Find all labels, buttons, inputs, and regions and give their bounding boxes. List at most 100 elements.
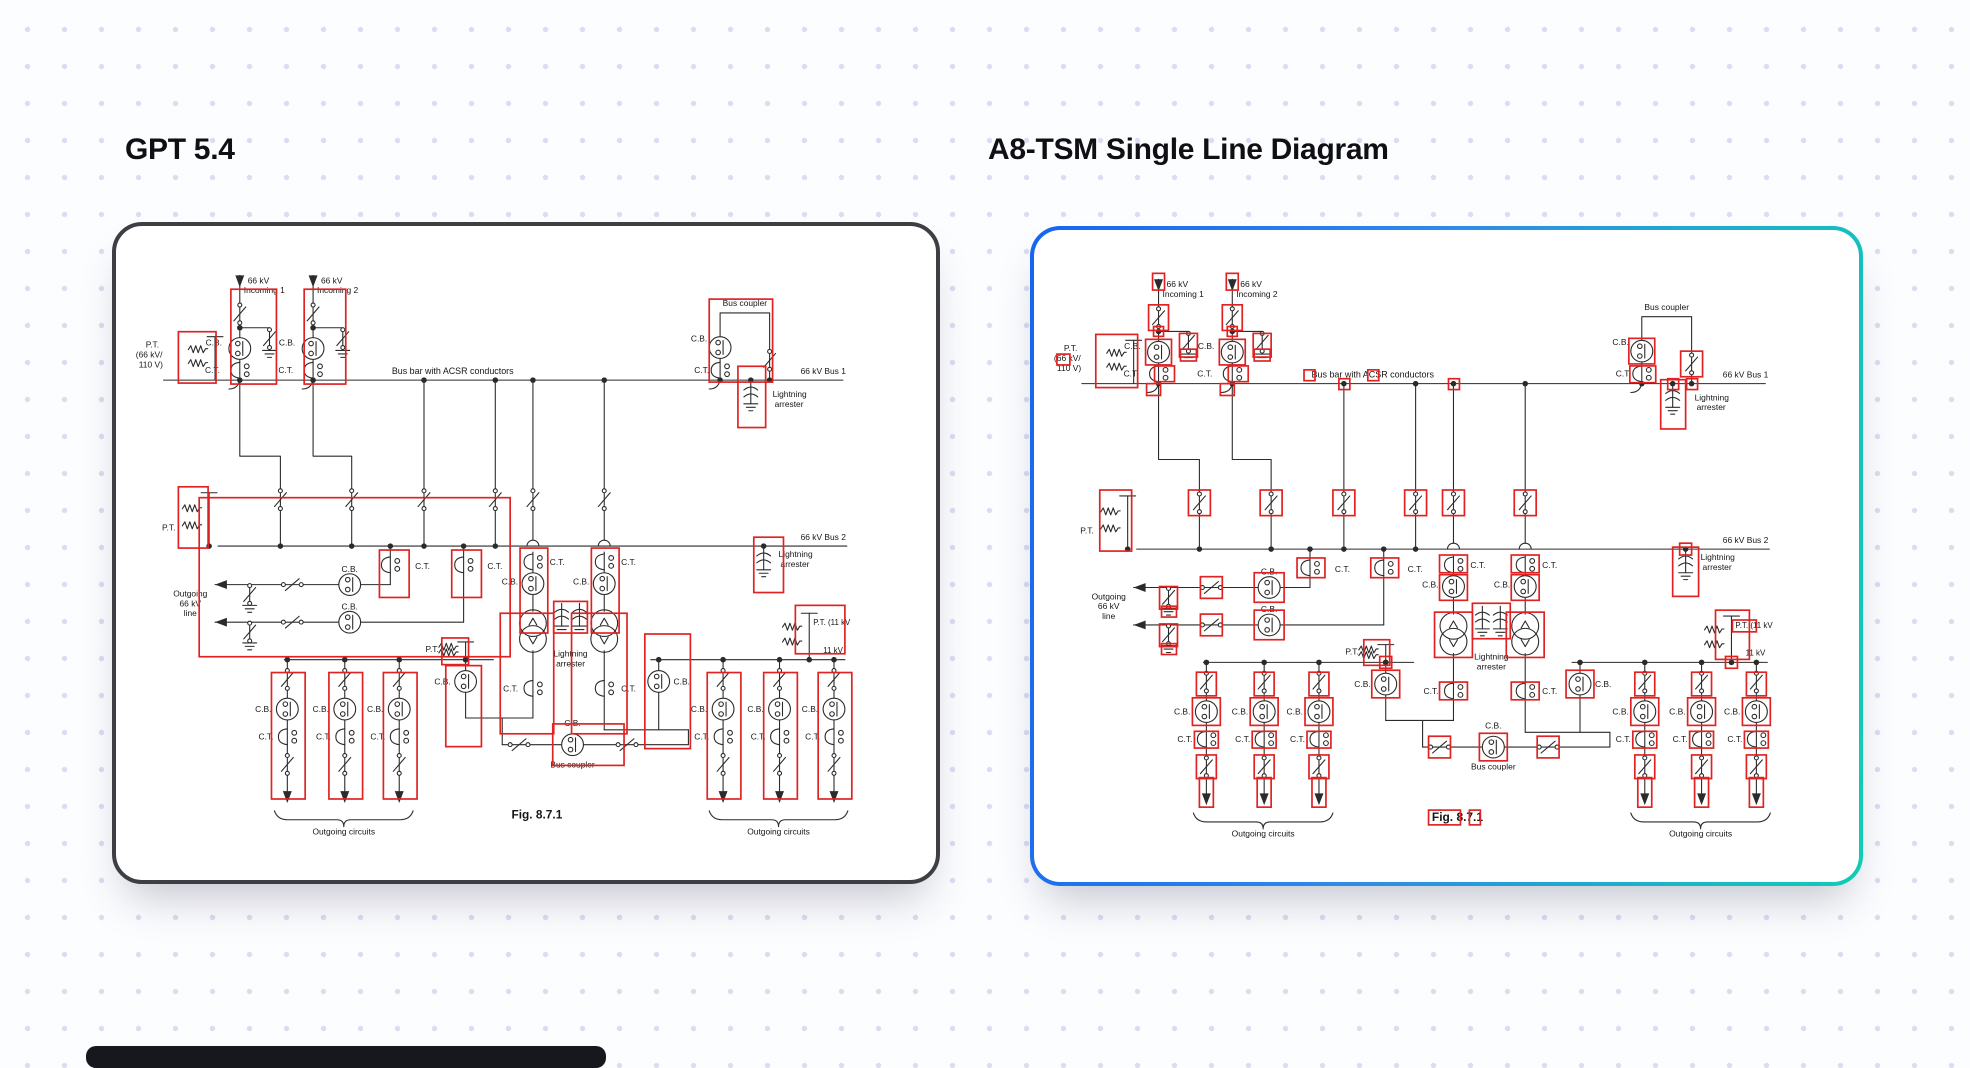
detection-box (1447, 377, 1461, 391)
detection-box (1253, 671, 1275, 697)
diagram-label: P.T. (1080, 525, 1093, 535)
diagram-label: Bus coupler (723, 298, 768, 308)
detection-box (1253, 571, 1285, 604)
diagram-label: C.T. (278, 365, 293, 375)
diagram-label: C.T. (205, 365, 220, 375)
diagram-label: Outgoing (173, 588, 207, 598)
diagram-label: Outgoing circuits (1669, 829, 1732, 839)
detection-box (1191, 696, 1222, 727)
detection-box (1252, 332, 1272, 358)
detection-box (1403, 489, 1428, 517)
detection-box (382, 671, 418, 800)
detection-box (1628, 365, 1657, 384)
diagram-label: Outgoing circuits (747, 827, 810, 837)
diagram-label: C.T. (316, 732, 331, 742)
diagram-label: P.T. (11 kV (1735, 621, 1773, 630)
diagram-label: C.B. (1724, 707, 1740, 717)
detection-box (1195, 671, 1218, 697)
detection-box (1433, 611, 1474, 659)
detection-box (1056, 353, 1071, 366)
detection-box (1311, 776, 1327, 808)
detection-box (1259, 489, 1283, 517)
detection-box (1308, 671, 1330, 697)
diagram-label: Lightning (1701, 552, 1736, 562)
detection-box (303, 288, 347, 385)
detection-box (1187, 489, 1212, 517)
detection-box (1158, 585, 1179, 611)
detection-box (1627, 337, 1656, 365)
diagram-label: Outgoing circuits (312, 827, 375, 837)
detection-box (1253, 754, 1275, 780)
diagram-label: arrester (781, 559, 810, 569)
detection-box (1510, 573, 1541, 602)
detection-box (1160, 642, 1178, 656)
diagram-label: 11 kV (1746, 649, 1766, 658)
detection-box (1724, 655, 1739, 670)
detection-box (817, 671, 853, 800)
detection-box (1178, 332, 1199, 358)
diagram-label: Lightning (779, 549, 813, 559)
detection-box (378, 549, 410, 599)
diagram-label: C.B. (573, 577, 589, 587)
detection-box (1227, 365, 1250, 383)
detection-box (1636, 776, 1653, 808)
diagram-label: Lightning (1474, 651, 1509, 661)
detection-box (328, 671, 364, 800)
diagram-label: C.B. (691, 334, 707, 344)
detection-box (177, 330, 217, 384)
diagram-label: C.B. (1595, 679, 1611, 689)
detection-box (1308, 754, 1330, 780)
detection-box (1378, 655, 1393, 670)
diagram-label: C.T. (1124, 369, 1139, 379)
detection-box (1714, 609, 1751, 661)
detection-box (1151, 272, 1166, 291)
detection-box (1145, 382, 1162, 397)
detection-box (1438, 573, 1469, 602)
diagram-label: C.B. (747, 704, 763, 714)
detection-box (1427, 809, 1462, 826)
diagram-label: C.B. (206, 338, 222, 348)
right-panel-title: A8-TSM Single Line Diagram (988, 133, 1389, 166)
diagram-label: Incoming 1 (1163, 289, 1205, 299)
diagram-label: C.B. (1261, 567, 1277, 577)
diagram-label: C.T. (1616, 734, 1631, 744)
detection-box (1366, 369, 1380, 382)
diagram-label: C.T. (694, 732, 709, 742)
diagram-label: 110 V) (139, 359, 163, 369)
diagram-label: P.T. (425, 644, 438, 654)
diagram-label: C.B. (1287, 707, 1303, 717)
detection-box (1225, 272, 1240, 291)
detection-box (270, 671, 306, 800)
diagram-label: Incoming 1 (244, 285, 285, 295)
detection-box (1478, 732, 1509, 762)
detection-box (1370, 669, 1401, 699)
diagram-label: C.T. (487, 561, 502, 571)
diagram-label: C.B. (674, 676, 690, 686)
detection-boxes (177, 288, 853, 800)
detection-box (590, 547, 620, 634)
diagram-label: (66 kV/ (1054, 353, 1081, 363)
detection-box (1688, 730, 1715, 749)
diagram-label: C.B. (342, 564, 358, 574)
detection-box (1690, 754, 1713, 780)
detection-box (752, 536, 785, 594)
diagram-label: C.B. (564, 718, 580, 728)
detection-box (1629, 696, 1660, 727)
diagram-label: C.T. (1470, 560, 1485, 570)
diagram-label: C.T. (370, 732, 385, 742)
detection-box (1633, 671, 1656, 697)
diagram-label: 66 kV Bus 2 (801, 532, 847, 542)
diagram-label: C.T. (1408, 564, 1423, 574)
detection-box (1666, 377, 1680, 391)
detection-box (762, 671, 799, 800)
detection-box (737, 365, 767, 429)
detection-box (551, 723, 625, 767)
detection-box (1249, 696, 1279, 727)
diagram-label: C.B. (691, 704, 707, 714)
detection-box (1633, 754, 1656, 780)
